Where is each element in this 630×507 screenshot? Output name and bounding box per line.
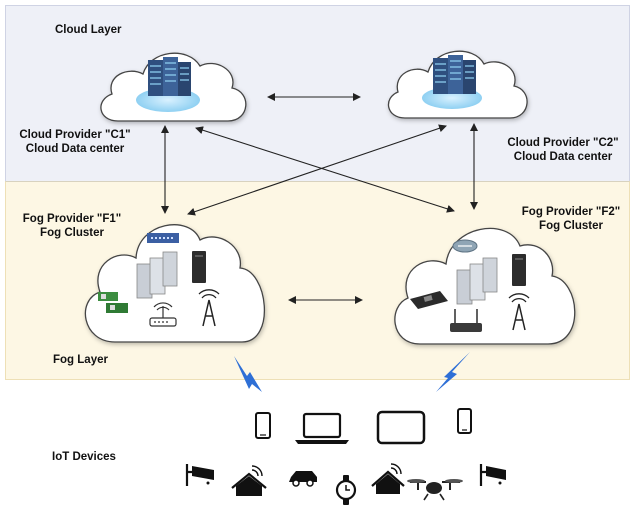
fog-cluster-f1 (84, 224, 265, 343)
server-icon (456, 257, 498, 305)
desktop-tower-icon (192, 251, 206, 283)
lightning-bolt-icon (234, 356, 262, 392)
server-icon (136, 251, 178, 299)
network-switch-icon (147, 233, 179, 243)
cloud-c2 (387, 50, 528, 119)
circuit-board-icon (410, 291, 448, 309)
fog-provider-f2-label: Fog Provider "F2" Fog Cluster (512, 205, 630, 233)
cloud-layer-label: Cloud Layer (55, 24, 122, 36)
cloud-provider-c2-type: Cloud Data center (513, 151, 613, 163)
cloud-provider-c1-name: Cloud Provider "C1" (19, 129, 131, 141)
server-rack-icon (422, 55, 482, 109)
connection-arrows (161, 93, 478, 304)
arrow-c2-f1 (187, 124, 447, 216)
fog-provider-f1-label: Fog Provider "F1" Fog Cluster (12, 212, 132, 240)
drone-icon (407, 479, 463, 501)
cloud-provider-c2-label: Cloud Provider "C2" Cloud Data center (496, 136, 630, 164)
wireless-link-icons (234, 352, 470, 392)
fog-provider-f1-name: Fog Provider "F1" (22, 213, 122, 225)
server-rack-icon (136, 57, 200, 112)
cloud-provider-c1-label: Cloud Provider "C1" Cloud Data center (10, 128, 140, 156)
iot-devices-label: IoT Devices (52, 451, 116, 463)
cloud-c1 (100, 52, 247, 122)
fog-provider-f2-type: Fog Cluster (539, 220, 603, 232)
fog-provider-f1-type: Fog Cluster (40, 227, 104, 239)
laptop-icon (295, 412, 349, 444)
smartphone-icon (457, 408, 472, 434)
cell-tower-icon (508, 293, 530, 331)
router-icon (450, 309, 482, 332)
tablet-icon (376, 410, 426, 445)
cctv-camera-icon (479, 464, 506, 486)
smartwatch-icon (335, 475, 357, 505)
cloud-provider-c1-type: Cloud Data center (25, 143, 125, 155)
smartphone-icon (255, 412, 271, 439)
smart-home-icon (371, 463, 405, 494)
iot-devices (185, 408, 506, 505)
router-icon (149, 302, 177, 327)
router-device-icon (452, 239, 478, 253)
lightning-bolt-icon (436, 352, 470, 392)
fog-layer-label: Fog Layer (53, 354, 108, 366)
fog-provider-f2-name: Fog Provider "F2" (521, 206, 621, 218)
raspberry-pi-icon (98, 292, 128, 313)
cell-tower-icon (198, 289, 220, 327)
smart-home-icon (231, 465, 267, 496)
cloud-provider-c2-name: Cloud Provider "C2" (507, 137, 619, 149)
fog-cluster-f2 (394, 227, 576, 345)
desktop-tower-icon (512, 254, 526, 286)
cctv-camera-icon (185, 464, 214, 486)
car-icon (289, 471, 317, 487)
